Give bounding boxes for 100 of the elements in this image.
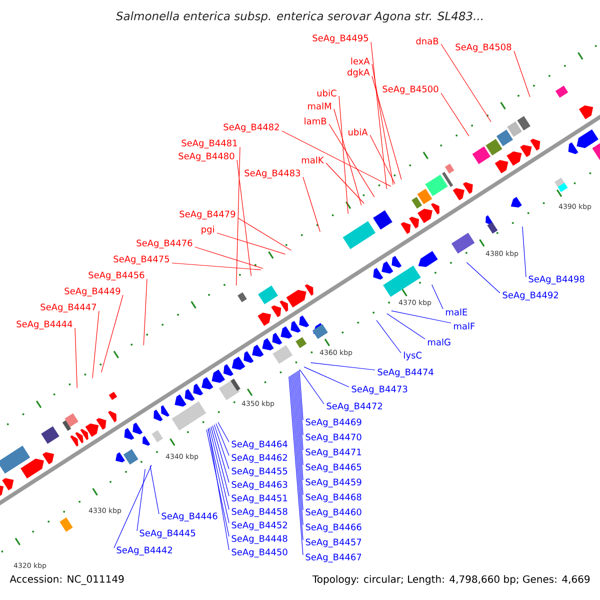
leader-line [338,96,348,214]
leader-line [328,124,375,198]
footer-text: Topology: circular; Length: 4,798,660 bp; Genes: 4,669 [312,575,590,585]
gene-label: lexA [351,58,370,64]
leader-line [294,372,304,480]
gene-label: SeAg_B4445 [140,530,196,538]
leader-line [440,44,492,122]
gene-label: SeAg_B4479 [180,210,236,220]
leader-line [236,146,240,286]
gene-label: SeAg_B4475 [114,256,169,264]
leader-line [514,50,530,98]
title: Salmonella enterica subsp. enterica serovar Agona str. SL483... [116,11,483,23]
leader-line [326,162,364,204]
footer-text: Accession: NC_011149 [10,575,124,585]
leader-line [466,262,500,294]
gene-label: SeAg_B4459 [306,478,362,488]
gene-label: dnaB [416,38,438,44]
gene-label: SeAg_B4462 [232,454,287,463]
gene-label: SeAg_B4448 [232,535,288,544]
gene-label: SeAg_B4470 [306,434,362,442]
gene-label: SeAg_B4465 [306,464,362,472]
gene-label: SeAg_B4446 [162,512,218,522]
leader-line [238,218,292,251]
gene-label: SeAg_B4450 [232,548,288,558]
leader-line [218,422,230,442]
leader-line [432,284,444,310]
leader-line [302,176,320,232]
gene-label: SeAg_B4466 [306,524,362,532]
leader-line [296,371,304,450]
gene-label: malG [428,338,450,346]
gene-label: ubiC [317,90,336,96]
gene-label: SeAg_B4447 [40,304,96,312]
leader-line [290,374,304,526]
gene-label: SeAg_B4460 [306,508,362,518]
gene-label: SeAg_B4458 [232,508,288,517]
gene-label: SeAg_B4481 [182,140,237,148]
leader-line [310,362,376,370]
gene-label: malK [302,156,324,164]
leader-line [372,64,394,186]
leader-line [370,42,387,190]
leader-line [143,278,148,346]
gene-label: SeAg_B4456 [88,272,144,280]
leader-line [216,423,230,456]
gene-label: SeAg_B4480 [178,152,234,162]
leader-line [391,310,452,324]
gene-label: SeAg_B4457 [306,538,362,548]
gene-label: SeAg_B4472 [326,402,382,412]
gene-label: dgkA [348,68,370,78]
leader-line [296,372,304,466]
leader-line [208,428,230,550]
leader-line [194,246,264,269]
leader-line [293,373,304,496]
leader-line [206,429,230,537]
gene-label: malM [308,102,331,110]
gene-label: malE [446,308,468,316]
gene-label: SeAg_B4483 [244,170,300,178]
gene-label: SeAg_B4451 [232,494,288,504]
gene-label: SeAg_B4498 [528,276,584,284]
gene-label: SeAg_B4500 [382,86,438,94]
leader-line [210,426,230,496]
gene-label: SeAg_B4476 [136,240,192,248]
gene-label: SeAg_B4474 [378,368,434,378]
leader-line [114,464,152,548]
gene-label: SeAg_B4449 [64,288,120,296]
gene-label: SeAg_B4482 [224,124,279,132]
gene-label: SeAg_B4467 [306,554,362,562]
leader-line [522,226,526,278]
leader-line [370,134,396,184]
gene-label: SeAg_B4442 [116,546,172,556]
leader-line [209,427,230,510]
gene-label: SeAg_B4444 [16,320,72,330]
gene-label: SeAg_B4464 [232,440,288,450]
gene-label: SeAg_B4495 [312,34,368,44]
leader-line [212,425,230,483]
gene-label: pgi [202,226,214,234]
leader-line [150,466,160,514]
leader-line [236,160,252,276]
leader-line [386,313,426,340]
leader-line [299,369,324,404]
gene-label: SeAg_B4469 [306,418,362,428]
leader-line [136,468,146,532]
leader-line [101,294,124,373]
leader-line [376,320,402,354]
leader-line [440,92,470,136]
gene-label: lamB [304,118,326,124]
leader-line [216,232,286,254]
gene-label: SeAg_B4452 [232,522,287,530]
leader-line [172,262,262,270]
leader-line [292,374,304,510]
leader-line [372,76,402,180]
gene-label: SeAg_B4508 [456,44,512,52]
leader-line [298,370,304,420]
leader-line [74,328,78,388]
leader-line [334,108,362,206]
gene-label: SeAg_B4492 [502,292,558,300]
leader-line [282,130,392,187]
gene-label: malF [454,322,475,330]
leader-line [304,366,350,388]
leader-line [92,310,100,378]
gene-label: SeAg_B4473 [352,386,408,394]
